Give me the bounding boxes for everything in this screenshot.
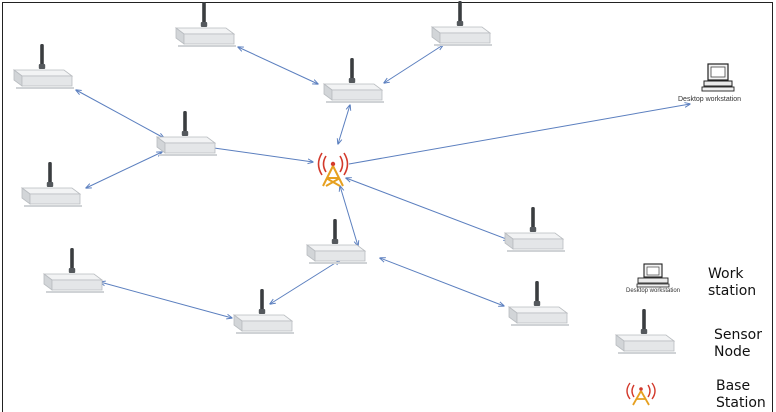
sensor-node-icon: [21, 161, 83, 207]
workstation-caption: Desktop workstation: [678, 96, 742, 103]
link-line: [346, 178, 509, 240]
sensor-node-icon: [13, 43, 75, 89]
sensor-node-icon: [233, 288, 295, 334]
link-line: [348, 104, 690, 165]
link-line: [338, 105, 350, 144]
sensor-node-icon: [615, 308, 677, 354]
link-line: [76, 90, 164, 138]
link-line: [340, 186, 358, 246]
link-line: [380, 258, 504, 306]
desktop-workstation-icon: [701, 63, 735, 92]
link-line: [384, 45, 443, 83]
legend-base-station-icon: [626, 382, 656, 406]
sensor-node-icon: [156, 110, 218, 156]
sensor-node-icon: [508, 280, 570, 326]
sensor-nodes: [13, 0, 677, 354]
sensor-node-icon: [306, 218, 368, 264]
link-line: [100, 282, 232, 318]
sensor-node-icon: [504, 206, 566, 252]
link-line: [86, 152, 162, 188]
sensor-node-icon: [175, 1, 237, 47]
sensor-node-icon: [323, 57, 385, 103]
base-station-icon: [317, 152, 349, 187]
link-line: [270, 260, 340, 304]
link-line: [213, 147, 313, 162]
legend-sensor-label: Sensor Node: [714, 327, 762, 360]
legend-workstation-caption: Desktop workstation: [626, 288, 681, 294]
legend-workstation-label: Work station: [708, 266, 757, 299]
link-line: [238, 47, 318, 84]
sensor-node-icon: [431, 0, 493, 46]
legend-base-label: Base Station: [716, 378, 766, 411]
sensor-node-icon: [43, 247, 105, 293]
legend-workstation-icon: [636, 263, 670, 288]
network-links: [76, 45, 690, 318]
